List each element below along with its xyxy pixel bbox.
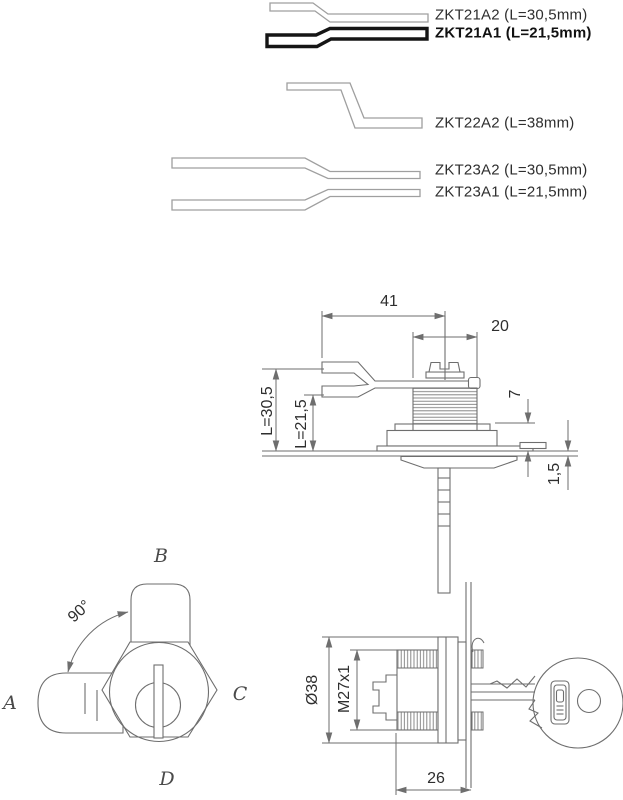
key-ring-hole (576, 688, 602, 714)
key-slot (153, 664, 164, 739)
mount-view-group (322, 582, 623, 795)
key-logo-badge (550, 680, 570, 725)
position-letter-b: B (154, 545, 168, 567)
dim-text-1-5: 1,5 (546, 462, 563, 486)
bezel-circle (108, 641, 210, 743)
dim-text-flange-diameter: Ø38 (304, 674, 321, 706)
dim-text-l-21-5: L=21,5 (293, 399, 310, 449)
cam-profile-zkt21a2 (269, 2, 429, 23)
cam-option-label-zkt21a2: ZKT21A2 (L=30,5mm) (435, 6, 588, 24)
cam-profile-zkt21a1-selected (265, 26, 429, 49)
position-letter-d: D (159, 768, 175, 790)
rotation-arc (67, 611, 129, 673)
cam-position-a-silhouette (37, 672, 124, 734)
dim-text-7: 7 (507, 389, 524, 399)
cam-option-label-zkt21a1: ZKT21A1 (L=21,5mm) (435, 24, 592, 42)
cam-option-label-zkt23a1: ZKT23A1 (L=21,5mm) (435, 183, 588, 201)
cam-option-label-zkt23a2: ZKT23A2 (L=30,5mm) (435, 161, 588, 179)
dim-text-body-length: 26 (427, 770, 445, 787)
dim-text-thread-spec: M27x1 (336, 664, 353, 714)
side-view-dimensions (262, 311, 572, 490)
cam-position-b-silhouette (130, 583, 191, 647)
dim-text-l-30-5: L=30,5 (259, 386, 276, 436)
position-letter-a: A (3, 692, 17, 714)
dim-text-41: 41 (380, 293, 398, 310)
position-letter-c: C (232, 683, 248, 705)
cam-profile-zkt23a2 (171, 157, 421, 180)
cam-profile-zkt22a2 (286, 82, 423, 129)
cam-profile-zkt23a1 (171, 188, 421, 211)
key-bow (532, 657, 623, 749)
key-illustration (471, 657, 623, 749)
dim-text-20: 20 (491, 318, 509, 335)
side-view-lock-body (262, 316, 578, 594)
cam-option-label-zkt22a2: ZKT22A2 (L=38mm) (435, 114, 575, 132)
front-view-group (37, 583, 218, 743)
